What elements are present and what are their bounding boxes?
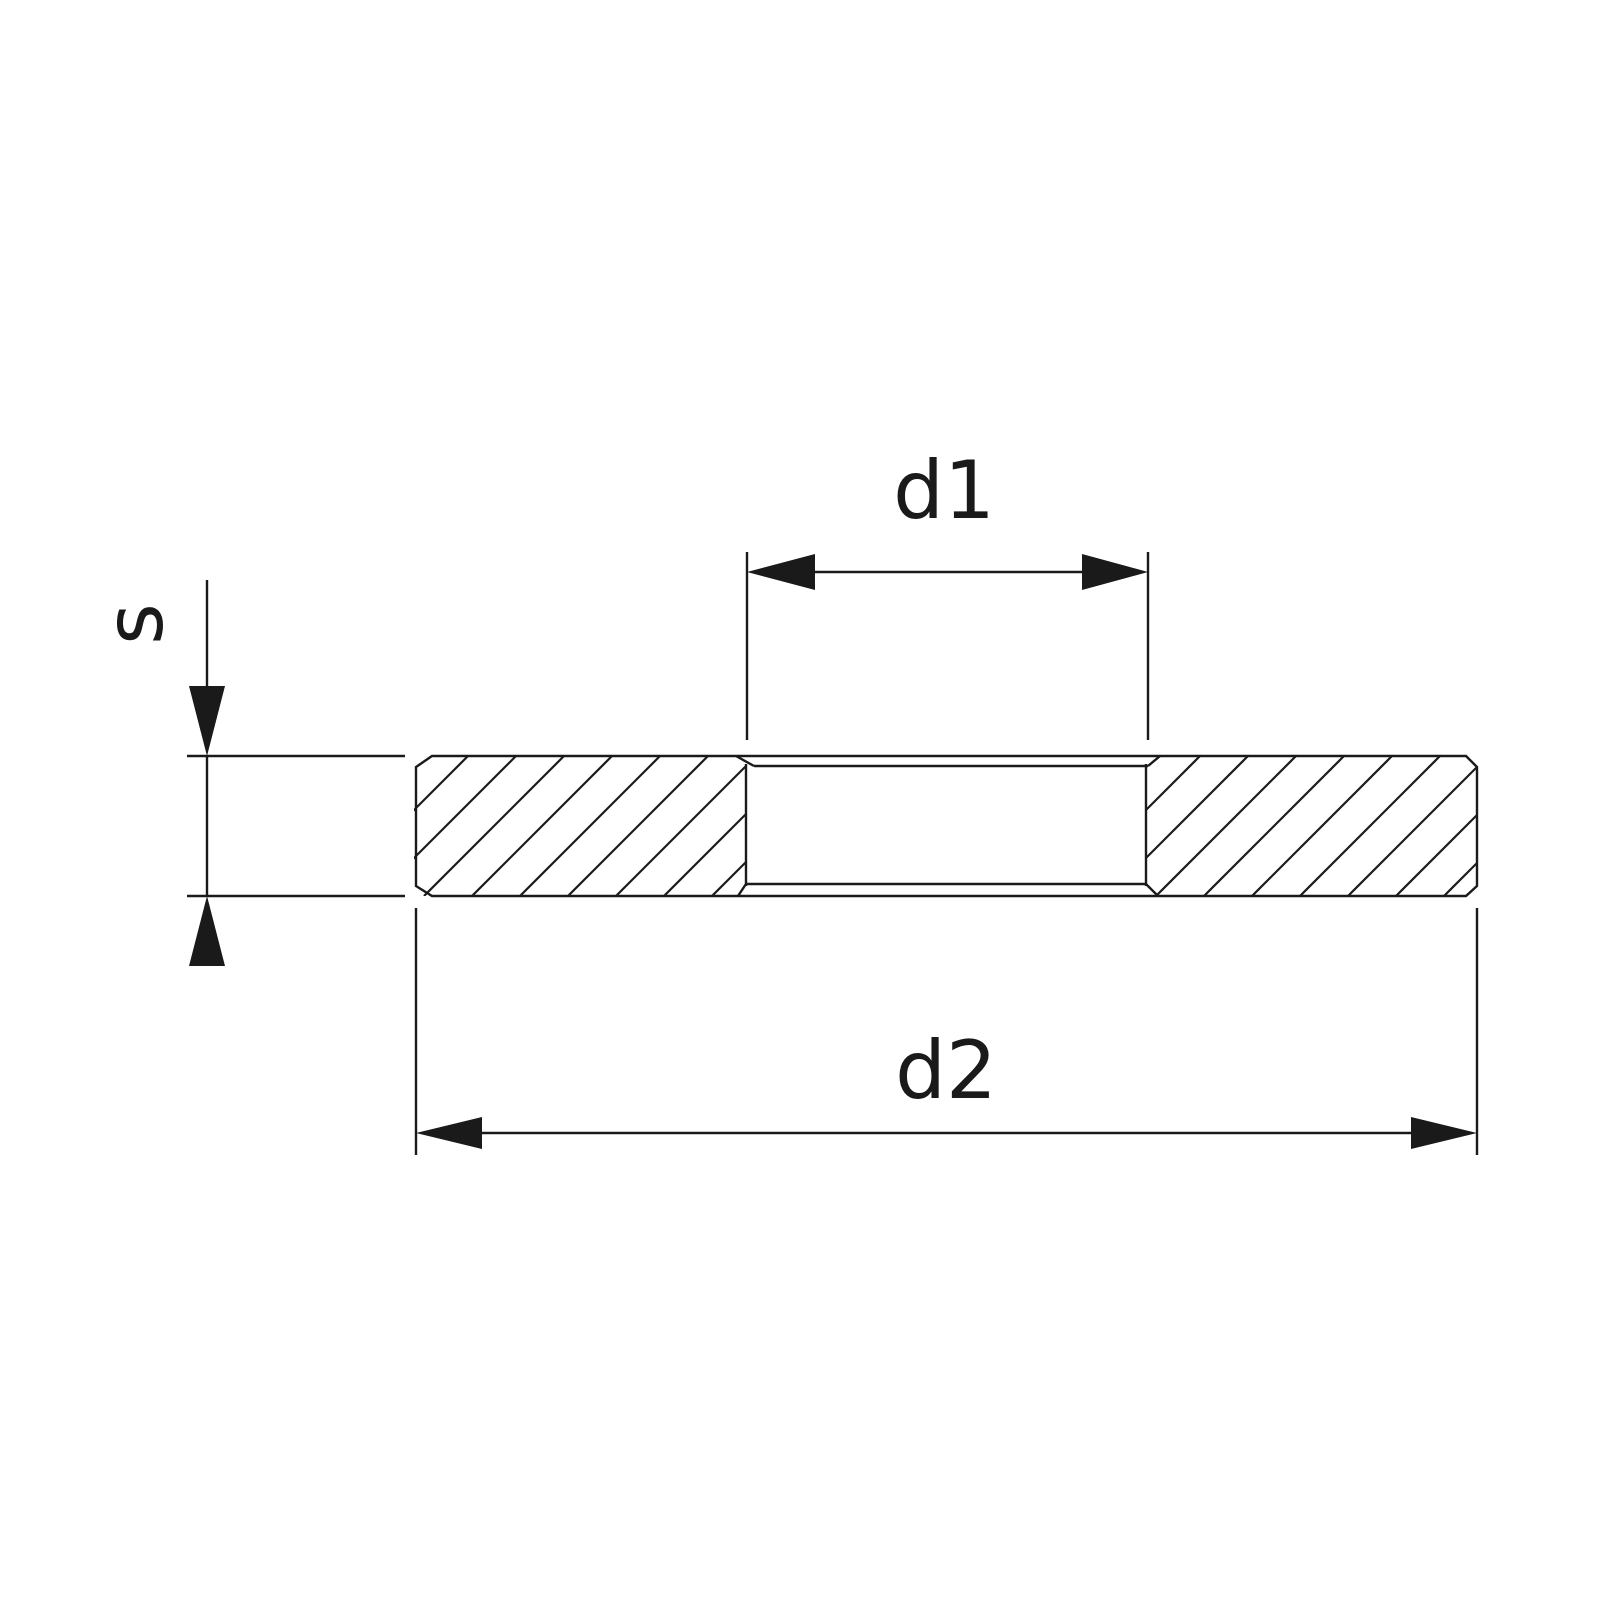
s-arrow-top	[189, 686, 225, 756]
s-dimension: s	[88, 580, 225, 966]
washer-outline	[414, 754, 1479, 898]
bore-right-top-bevel	[1147, 755, 1161, 767]
d2-dimension: d2	[416, 1024, 1477, 1149]
d1-label: d1	[893, 444, 995, 537]
d2-label: d2	[895, 1024, 997, 1117]
washer-outer-contour	[414, 754, 1479, 898]
extension-lines	[187, 552, 1479, 1155]
bore-left-bottom-bevel	[737, 883, 747, 897]
right-section-hatching	[1146, 756, 1477, 896]
bore-left-top-bevel	[735, 754, 755, 768]
d2-arrow-right	[1411, 1117, 1477, 1149]
d2-arrow-left	[416, 1117, 482, 1149]
d1-arrow-left	[747, 554, 815, 590]
d1-arrow-right	[1082, 554, 1148, 590]
s-label: s	[88, 603, 181, 645]
bore-right-bottom-bevel	[1145, 883, 1159, 897]
left-section-hatching	[414, 756, 746, 896]
s-arrow-bottom	[189, 896, 225, 966]
d1-dimension: d1	[747, 444, 1148, 590]
